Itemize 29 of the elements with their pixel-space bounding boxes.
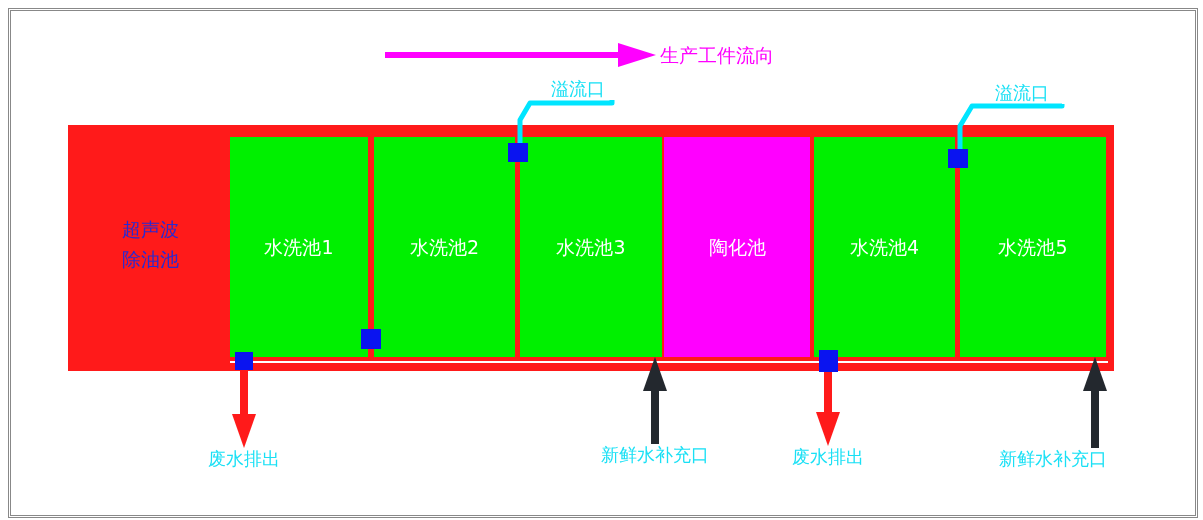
port-marker	[819, 350, 838, 372]
tank-label: 水洗池3	[556, 235, 626, 260]
tank-compartment	[374, 137, 515, 357]
port-label: 废水排出	[196, 448, 292, 470]
tank-label: 超声波除油池	[120, 217, 180, 272]
port-label: 废水排出	[780, 446, 876, 468]
port-marker	[361, 329, 381, 349]
tank-label: 水洗池4	[849, 235, 920, 260]
tank-compartment	[814, 137, 955, 357]
flow-direction-label: 生产工件流向	[660, 43, 774, 67]
port-label: 新鲜水补充口	[587, 444, 723, 466]
port-marker	[235, 352, 253, 370]
arrow	[816, 372, 840, 446]
tank-compartment	[664, 137, 810, 357]
tank-label: 水洗池1	[264, 235, 334, 260]
port-label: 新鲜水补充口	[985, 448, 1121, 470]
tank-label: 陶化池	[708, 235, 766, 260]
port-label: 溢流口	[536, 78, 620, 100]
tank-label: 水洗池5	[998, 235, 1068, 260]
leader-line	[957, 102, 1065, 149]
tank-compartment	[520, 137, 662, 357]
leader-line	[517, 100, 615, 143]
port-label: 溢流口	[980, 82, 1064, 104]
arrow	[232, 370, 256, 448]
tank-compartment	[230, 137, 368, 357]
port-marker	[948, 149, 968, 168]
tank-label: 水洗池2	[409, 235, 480, 260]
tank-compartment	[960, 137, 1106, 357]
port-marker	[508, 143, 528, 162]
